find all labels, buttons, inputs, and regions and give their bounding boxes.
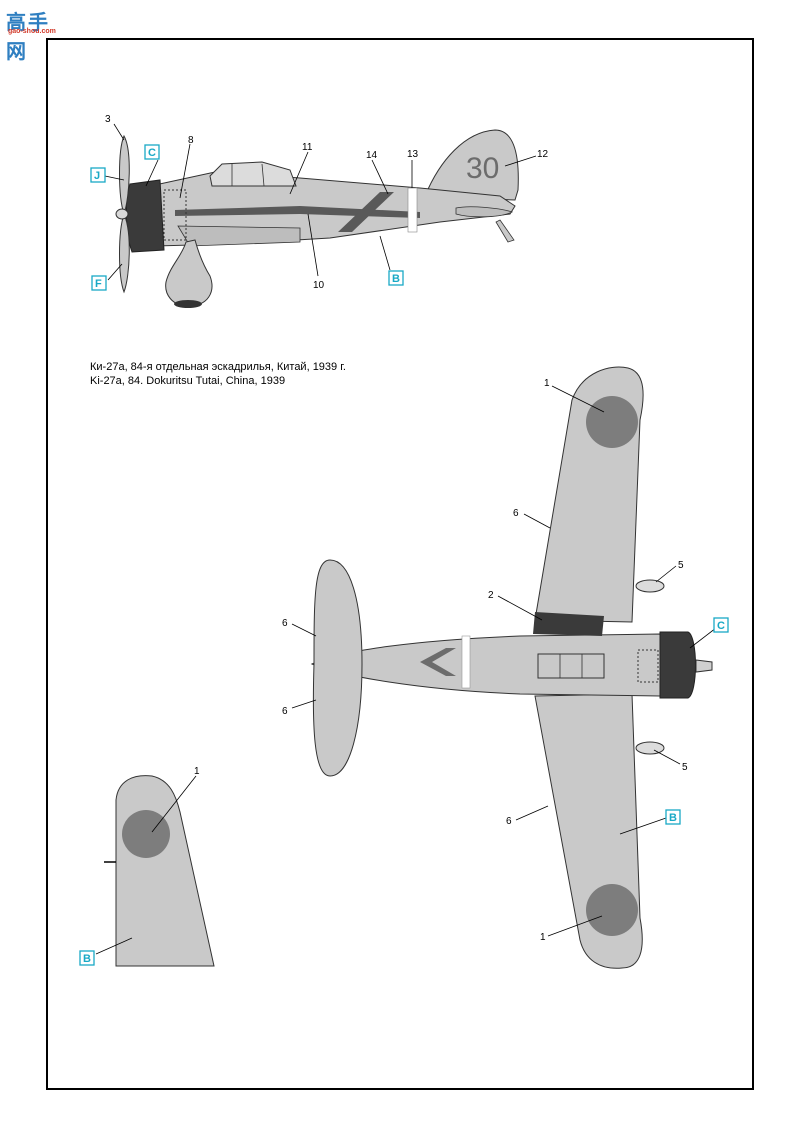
callout-5-top: 5 [678, 560, 684, 571]
svg-text:B: B [83, 953, 91, 965]
watermark-logo: 高手网 gao-shou.com [6, 6, 70, 63]
tag-b: B [388, 270, 404, 286]
callout-6-wing-top: 6 [513, 508, 519, 519]
tag-c: C [144, 144, 160, 160]
tail-number: 30 [466, 152, 499, 185]
drawing-frame [46, 38, 754, 1090]
callout-5-bottom: 5 [682, 762, 688, 773]
plan-view: 1 6 2 5 6 6 5 6 1 C B [282, 366, 729, 969]
callout-1-top: 1 [544, 378, 550, 389]
caption-russian: Ки-27а, 84-я отдельная эскадрилья, Китай… [90, 361, 346, 373]
callout-12: 12 [537, 149, 549, 160]
side-profile: 30 3 8 11 14 13 12 10 J C [90, 114, 549, 308]
callout-8: 8 [188, 135, 194, 146]
callout-6-tail-bottom: 6 [282, 706, 288, 717]
callout-14: 14 [366, 150, 378, 161]
callout-11: 11 [302, 142, 313, 153]
callout-13: 13 [407, 149, 419, 160]
tag-f: F [91, 275, 107, 291]
svg-text:C: C [717, 620, 725, 632]
tag-b-plan: B [665, 809, 681, 825]
callout-1-bottom: 1 [540, 932, 546, 943]
callout-3: 3 [105, 114, 111, 125]
callout-10: 10 [313, 280, 325, 291]
svg-text:B: B [669, 812, 677, 824]
svg-text:C: C [148, 147, 156, 159]
svg-text:J: J [94, 170, 100, 182]
caption-english: Ki-27a, 84. Dokuritsu Tutai, China, 1939 [90, 375, 286, 387]
tag-b-detail: B [79, 950, 95, 966]
tag-j: J [90, 167, 106, 183]
tag-c-plan: C [713, 617, 729, 633]
callout-6-tail-top: 6 [282, 618, 288, 629]
watermark-glyphs: 高手网 [6, 10, 50, 63]
svg-text:B: B [392, 273, 400, 285]
callout-6-wing-bottom: 6 [506, 816, 512, 827]
callout-1-detail: 1 [194, 766, 200, 777]
callout-2: 2 [488, 590, 494, 601]
watermark-domain: gao-shou.com [8, 28, 56, 35]
svg-text:F: F [95, 278, 102, 290]
wingtip-detail: 1 B [79, 766, 215, 967]
